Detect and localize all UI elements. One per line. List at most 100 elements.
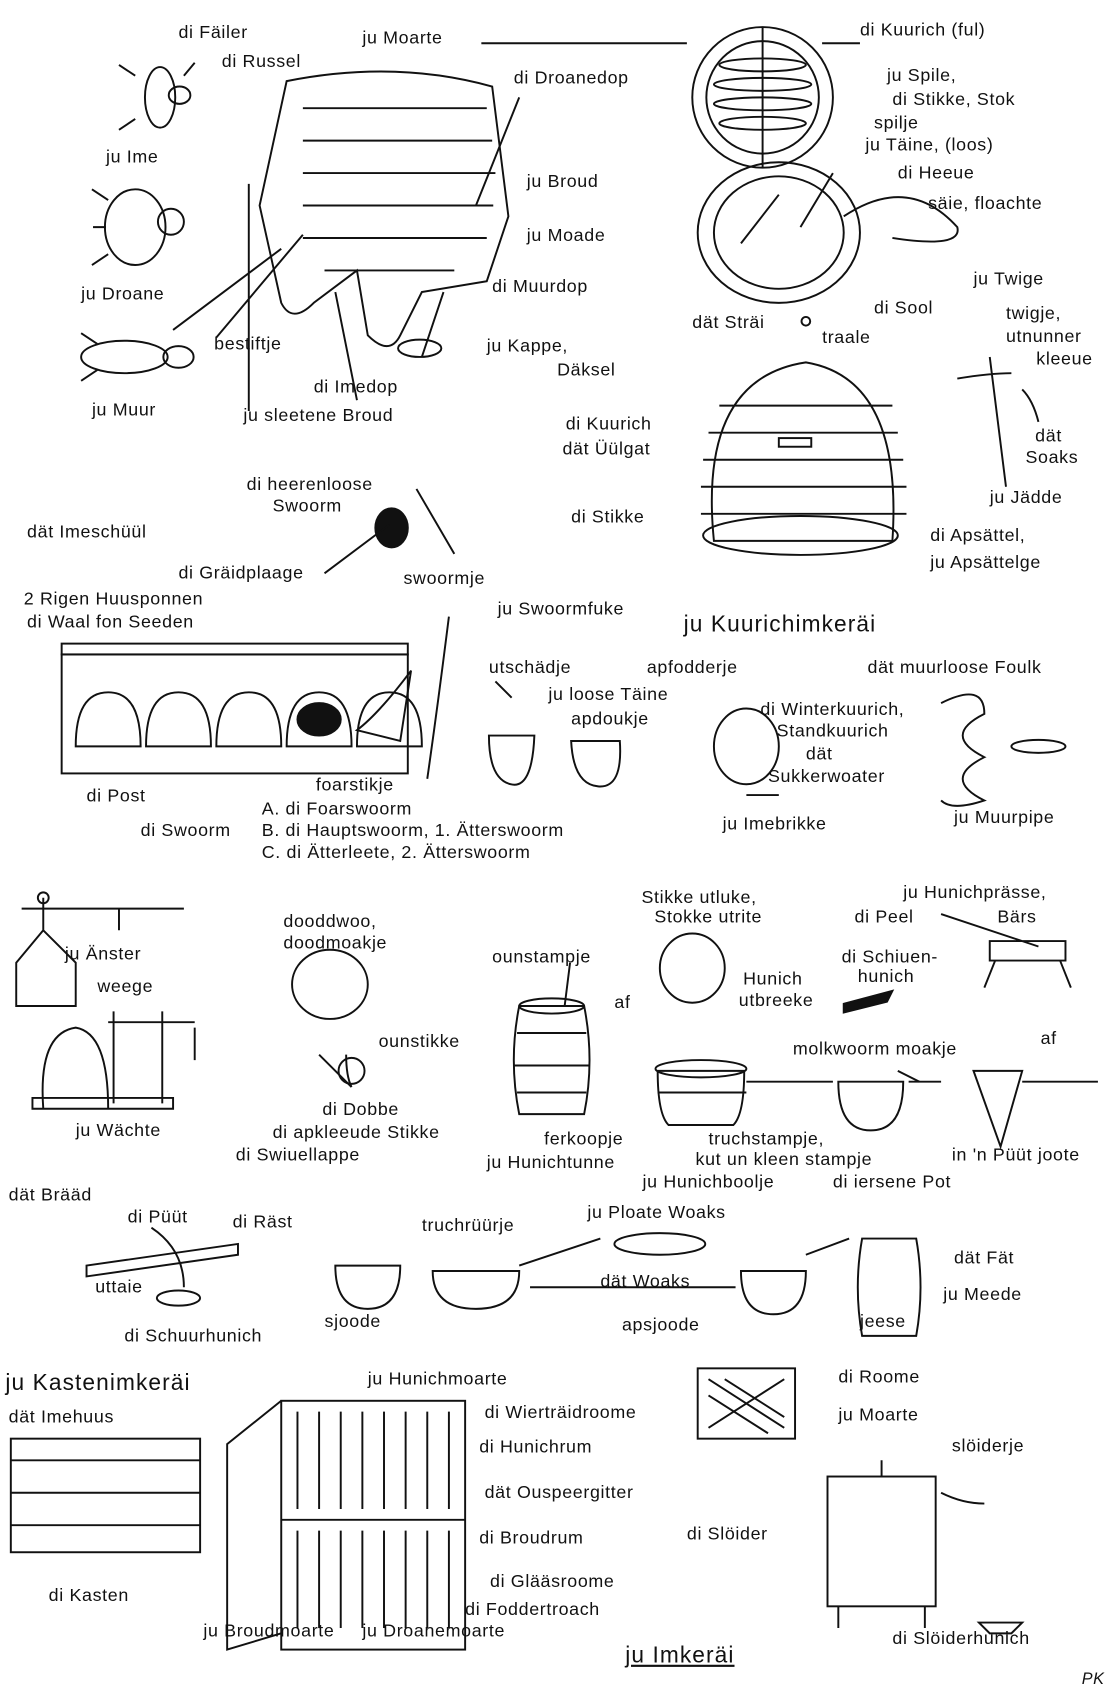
label-droanemoarte: ju Droanemoarte [362, 1621, 506, 1641]
label-twig: ju Twige [973, 269, 1044, 289]
label-meede: ju Meede [943, 1285, 1022, 1305]
iron-pot-drawing [837, 1070, 920, 1132]
hive-box-drawing [226, 1399, 467, 1651]
honeycomb-drawing [258, 70, 510, 401]
label-apfodderje: apfodderje [646, 657, 738, 678]
label-puut-joote: in 'n Püüt joote [951, 1145, 1080, 1165]
main-title: ju Imkeräi [625, 1643, 735, 1668]
label-kasten: di Kasten [48, 1585, 129, 1606]
label-imebrikke: ju Imebrikke [722, 814, 827, 834]
label-schiuen: di Schiuen- [841, 947, 939, 968]
naked-colony-drawing [940, 693, 1067, 807]
label-heerenloose: di heerenloose [246, 474, 373, 495]
label-twigje: twigje, [1005, 303, 1062, 324]
label-di-swoorm: di Swoorm [140, 821, 231, 841]
label-sloiderje: slöiderje [951, 1436, 1025, 1456]
label-foarstikje: foarstikje [315, 775, 394, 796]
label-worker-cell: di Imedop [313, 377, 398, 397]
label-iersene-pot: di iersene Pot [832, 1172, 952, 1193]
skep-breaking-drawing [658, 932, 895, 1014]
killing-bees-drawing [291, 948, 369, 1088]
section-heading-box: ju Kastenimkeräi [5, 1370, 191, 1396]
label-drone-cell: di Droanedop [513, 68, 629, 88]
label-ploate-woaks: ju Ploate Woaks [587, 1202, 726, 1223]
label-spilje: spilje [874, 113, 919, 134]
honey-barrel-drawing [512, 962, 591, 1116]
label-bee: ju Ime [106, 147, 159, 167]
label-utschadje: utschädje [488, 657, 572, 678]
label-swoormje: swoormje [403, 568, 486, 589]
label-queen-cell: di Muurdop [492, 276, 588, 297]
extractor-drawing [826, 1460, 1025, 1635]
label-full-skep: di Kuurich (ful) [859, 20, 986, 41]
label-truchruurje: truchrüürje [421, 1215, 515, 1236]
label-jeese: jeese [859, 1312, 906, 1332]
label-traale: traale [822, 327, 871, 348]
label-standkuurich: Standkuurich [776, 721, 889, 741]
label-broudrum: di Broudrum [479, 1528, 584, 1548]
section-heading-skep: ju Kuurichimkeräi [683, 612, 877, 638]
label-swiuellappe: di Swiuellappe [235, 1145, 361, 1165]
label-kleeue: kleeue [1036, 349, 1093, 369]
drone-bee-drawing [91, 188, 185, 266]
label-swoorm: Swoorm [272, 496, 342, 516]
label-larva: ju Moade [526, 226, 606, 246]
label-glaasroome: di Glääsroome [490, 1571, 615, 1592]
label-dat: dät [1035, 426, 1062, 446]
label-af-1: af [614, 993, 631, 1013]
label-wierdroome: di Wierträidroome [484, 1402, 637, 1423]
label-utnunner: utnunner [1005, 326, 1082, 347]
label-dat-2: dät [805, 744, 833, 764]
label-post: di Post [86, 786, 146, 806]
strainer-bag-drawing [746, 1069, 1098, 1150]
label-hunich: Hunich [743, 969, 803, 989]
label-doodmoakje: doodmoakje [283, 933, 388, 953]
label-peel: di Peel [854, 907, 914, 928]
label-entrance: dät Üülgat [562, 439, 651, 459]
label-taine: ju Täine, (loos) [865, 135, 994, 155]
label-truchstampje: truchstampje, [708, 1129, 825, 1149]
label-sloider: di Slöider [686, 1524, 768, 1544]
label-apsjoode: apsjoode [621, 1315, 700, 1335]
label-straw: dät Sträi [692, 312, 765, 333]
label-jadde: ju Jädde [989, 487, 1063, 508]
label-ferkoopje: ferkoopje [544, 1129, 624, 1149]
label-utbreeke: utbreeke [738, 990, 814, 1011]
label-spile: ju Spile, [886, 65, 957, 86]
label-queen: ju Muur [91, 400, 157, 420]
label-broudmoarte: ju Broudmoarte [203, 1621, 335, 1641]
label-hunichboolje: ju Hunichboolje [642, 1172, 775, 1193]
label-moarte-2: ju Moarte [838, 1405, 919, 1425]
label-swoormfuke: ju Swoormfuke [497, 599, 625, 619]
label-hunichrum: di Hunichrum [479, 1437, 593, 1458]
label-sjoode: sjoode [324, 1312, 382, 1332]
label-apkleeude: di apkleeude Stikke [272, 1122, 440, 1143]
label-swarm-c: C. di Ätterleete, 2. Ätterswoorm [261, 842, 531, 863]
label-utluke: Stikke utluke, [641, 888, 757, 908]
label-dooddwoo: dooddwoo, [283, 911, 377, 932]
label-rast: di Räst [232, 1212, 293, 1233]
label-uttaie: uttaie [95, 1277, 143, 1297]
label-molkwoorm: molkwoorm moakje [792, 1039, 958, 1059]
label-imehuus: dät Imehuus [8, 1407, 115, 1427]
label-apdoukje: apdoukje [571, 709, 649, 730]
skep-hive-drawing [700, 361, 907, 556]
label-kut: kut un kleen stampje [695, 1149, 873, 1170]
label-schiuen-hunich: hunich [857, 967, 915, 987]
label-woaks: dät Woaks [600, 1272, 691, 1292]
label-utrite: Stokke utrite [654, 907, 763, 928]
honey-tub-drawing [654, 1059, 748, 1126]
label-comb: ju Moarte [362, 28, 443, 48]
label-rigen: 2 Rigen Huusponnen [23, 589, 204, 609]
label-bars: Bärs [997, 907, 1037, 928]
label-puut: di Püüt [127, 1207, 188, 1227]
signature: PK [1081, 1670, 1105, 1689]
label-stikke: di Stikke [571, 507, 645, 527]
bee-house-drawing [9, 1437, 202, 1554]
label-winterkuurich: di Winterkuurich, [760, 699, 905, 720]
baskets-drawing [487, 680, 622, 788]
label-guard: di Fäiler [178, 22, 248, 43]
twig-drawing [957, 356, 1040, 487]
label-loose-taine: ju loose Täine [548, 684, 669, 705]
